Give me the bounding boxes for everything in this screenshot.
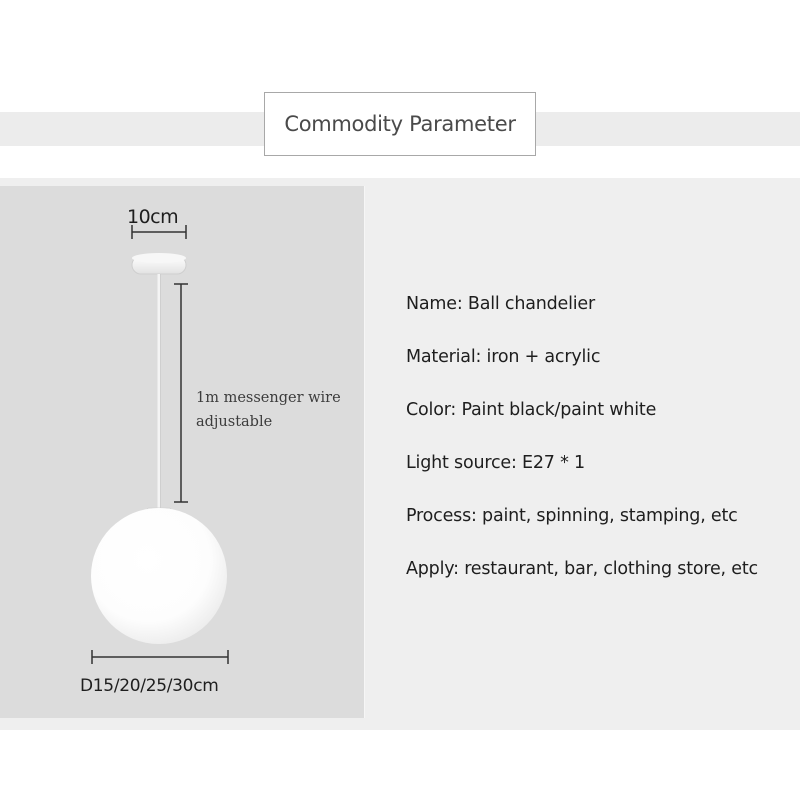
diameter-dimension-marker <box>91 650 229 664</box>
diameter-label: D15/20/25/30cm <box>80 676 219 696</box>
section-title-box: Commodity Parameter <box>264 92 536 156</box>
spec-name: Name: Ball chandelier <box>406 294 595 314</box>
canopy-dimension-marker <box>131 225 187 239</box>
spec-process: Process: paint, spinning, stamping, etc <box>406 506 738 526</box>
wire-length-marker <box>174 283 188 503</box>
spec-light-source: Light source: E27 * 1 <box>406 453 585 473</box>
wire-length-label: 1m messenger wire adjustable <box>196 386 356 434</box>
spec-apply: Apply: restaurant, bar, clothing store, … <box>406 559 758 579</box>
pendant-lamp-illustration <box>91 225 229 664</box>
glass-globe <box>91 508 227 644</box>
wire-length-line-1: 1m messenger wire <box>196 390 341 406</box>
ceiling-canopy <box>131 253 187 275</box>
section-title: Commodity Parameter <box>284 112 516 136</box>
spec-list: Name: Ball chandelier Material: iron + a… <box>406 284 758 602</box>
wire-length-line-2: adjustable <box>196 414 273 430</box>
spec-color: Color: Paint black/paint white <box>406 400 657 420</box>
canopy-width-label: 10cm <box>127 206 179 228</box>
spec-material: Material: iron + acrylic <box>406 347 601 367</box>
